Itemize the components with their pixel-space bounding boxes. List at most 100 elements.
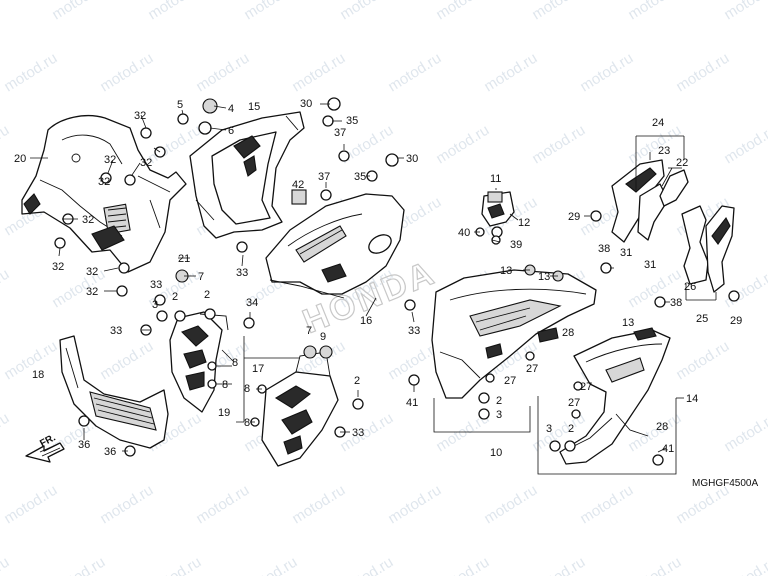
watermark-text: motod.ru — [577, 482, 636, 528]
part-19-bracket — [261, 351, 339, 467]
callout-14: 14 — [686, 393, 698, 405]
diagram-code: MGHGF4500A — [692, 478, 758, 489]
watermark-text: motod.ru — [0, 554, 12, 576]
bracket-24 — [635, 135, 685, 190]
callout-2: 2 — [204, 289, 210, 301]
callout-28: 28 — [656, 421, 668, 433]
callout-33: 33 — [150, 279, 162, 291]
watermark-text: motod.ru — [625, 554, 684, 576]
callout-10: 10 — [490, 447, 502, 459]
watermark-text: motod.ru — [241, 554, 300, 576]
watermark-text: motod.ru — [529, 122, 588, 168]
watermark-text: motod.ru — [97, 482, 156, 528]
part-16-side-cowl — [265, 193, 405, 299]
callout-36: 36 — [104, 446, 116, 458]
watermark-text: motod.ru — [193, 50, 252, 96]
callout-31: 31 — [620, 247, 632, 259]
callout-33: 33 — [352, 427, 364, 439]
watermark-text: motod.ru — [721, 266, 768, 312]
callout-18: 18 — [32, 369, 44, 381]
callout-12: 12 — [518, 217, 530, 229]
callout-16: 16 — [360, 315, 372, 327]
callout-29: 29 — [730, 315, 742, 327]
callout-37: 37 — [334, 127, 346, 139]
callout-32: 32 — [134, 110, 146, 122]
watermark-text: motod.ru — [529, 554, 588, 576]
callout-2: 2 — [496, 395, 502, 407]
callout-32: 32 — [86, 286, 98, 298]
callout-27: 27 — [526, 363, 538, 375]
watermark-text: motod.ru — [337, 410, 396, 456]
watermark-text: motod.ru — [385, 50, 444, 96]
callout-17: 17 — [252, 363, 264, 375]
watermark-text: motod.ru — [1, 338, 60, 384]
callout-15: 15 — [248, 101, 260, 113]
watermark-text: motod.ru — [289, 50, 348, 96]
callout-33: 33 — [110, 325, 122, 337]
callout-22: 22 — [676, 157, 688, 169]
callout-23: 23 — [658, 145, 670, 157]
watermark-text: motod.ru — [241, 0, 300, 23]
callout-29: 29 — [568, 211, 580, 223]
callout-25: 25 — [696, 313, 708, 325]
bracket-25 — [685, 284, 717, 301]
watermark-text: motod.ru — [481, 482, 540, 528]
part-10-lower-cowl — [431, 269, 597, 399]
watermark-text: motod.ru — [193, 482, 252, 528]
callout-35: 35 — [354, 171, 366, 183]
callout-41: 41 — [662, 443, 674, 455]
callout-21: 21 — [178, 253, 190, 265]
callout-42: 42 — [292, 179, 304, 191]
watermark-text: motod.ru — [145, 0, 204, 23]
callout-36: 36 — [78, 439, 90, 451]
bracket-10 — [433, 398, 531, 433]
callout-8: 8 — [244, 417, 250, 429]
watermark-text: motod.ru — [433, 554, 492, 576]
watermark-text: motod.ru — [289, 482, 348, 528]
watermark-text: motod.ru — [721, 122, 768, 168]
callout-4: 4 — [228, 103, 234, 115]
watermark-text: motod.ru — [385, 482, 444, 528]
callout-28: 28 — [562, 327, 574, 339]
callout-32: 32 — [140, 157, 152, 169]
callout-32: 32 — [98, 176, 110, 188]
callout-7: 7 — [198, 271, 204, 283]
callout-8: 8 — [232, 357, 238, 369]
watermark-text: motod.ru — [145, 554, 204, 576]
watermark-text: motod.ru — [49, 0, 108, 23]
bracket-19 — [236, 336, 300, 423]
callout-31: 31 — [644, 259, 656, 271]
callout-13: 13 — [538, 271, 550, 283]
callout-3: 3 — [152, 299, 158, 311]
part-20-inner-panel — [21, 115, 187, 273]
part-23-trim — [611, 159, 669, 243]
part-15-upper-cowl — [189, 111, 307, 239]
callout-37: 37 — [318, 171, 330, 183]
watermark-text: motod.ru — [49, 554, 108, 576]
watermark-text: motod.ru — [0, 0, 12, 23]
callout-3: 3 — [496, 409, 502, 421]
part-11-bracket — [481, 191, 515, 238]
watermark-text: motod.ru — [0, 122, 12, 168]
callout-33: 33 — [408, 325, 420, 337]
watermark-text: motod.ru — [577, 50, 636, 96]
callout-2: 2 — [172, 291, 178, 303]
callout-27: 27 — [504, 375, 516, 387]
callout-40: 40 — [458, 227, 470, 239]
callout-34: 34 — [246, 297, 258, 309]
callout-labels: 20 32 32 32 32 32 32 32 32 21 5 4 6 15 4… — [14, 98, 742, 459]
callout-26: 26 — [684, 281, 696, 293]
watermark-text: motod.ru — [721, 554, 768, 576]
watermark-text: motod.ru — [337, 0, 396, 23]
callout-32: 32 — [86, 266, 98, 278]
callout-2: 2 — [354, 375, 360, 387]
callout-6: 6 — [228, 125, 234, 137]
watermark-text: motod.ru — [673, 338, 732, 384]
part-18-lower-cover — [59, 335, 169, 449]
callout-32: 32 — [82, 214, 94, 226]
watermark-text: motod.ru — [625, 410, 684, 456]
callout-20: 20 — [14, 153, 26, 165]
watermark-text: motod.ru — [721, 410, 768, 456]
callout-7: 7 — [306, 325, 312, 337]
